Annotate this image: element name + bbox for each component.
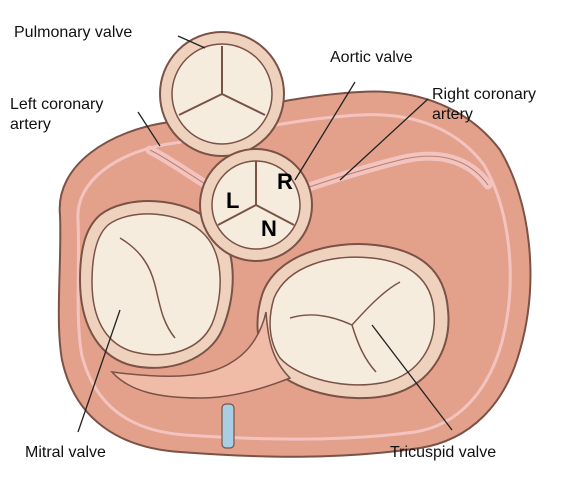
leader-right-coronary — [339, 98, 429, 181]
conduction-bundle — [221, 403, 235, 449]
aortic-valve: R L N — [199, 148, 313, 262]
mitral-leaflets — [91, 213, 221, 356]
label-tricuspid-valve: Tricuspid valve — [390, 444, 496, 461]
leader-mitral — [77, 309, 121, 433]
label-mitral-valve: Mitral valve — [25, 444, 106, 461]
label-aortic-valve: Aortic valve — [330, 49, 413, 66]
label-right-coronary-line2: artery — [432, 106, 473, 123]
label-left-coronary-line2: artery — [10, 116, 51, 133]
cusp-noncoronary-letter: N — [261, 216, 277, 241]
aortic-cusp-lines — [217, 161, 295, 226]
leader-lines — [77, 35, 453, 433]
leader-left-coronary — [137, 111, 161, 147]
label-pulmonary-valve: Pulmonary valve — [14, 24, 132, 41]
label-left-coronary-line1: Left coronary — [10, 96, 103, 113]
leader-pulmonary — [177, 35, 206, 49]
cusp-left-letter: L — [226, 188, 239, 213]
leader-aortic — [294, 81, 356, 181]
cusp-right-letter: R — [277, 169, 293, 194]
pulmonary-cusp-lines — [178, 46, 266, 116]
mitral-commissure — [119, 237, 176, 339]
pulmonary-valve — [159, 31, 285, 157]
leader-tricuspid — [371, 324, 453, 431]
mitral-valve — [78, 200, 234, 369]
fibrous-skeleton — [110, 311, 292, 399]
right-coronary-artery-outline — [299, 155, 489, 191]
tricuspid-leaflets — [269, 256, 436, 386]
tricuspid-commissures — [289, 281, 401, 373]
label-right-coronary-line1: Right coronary — [432, 86, 536, 103]
